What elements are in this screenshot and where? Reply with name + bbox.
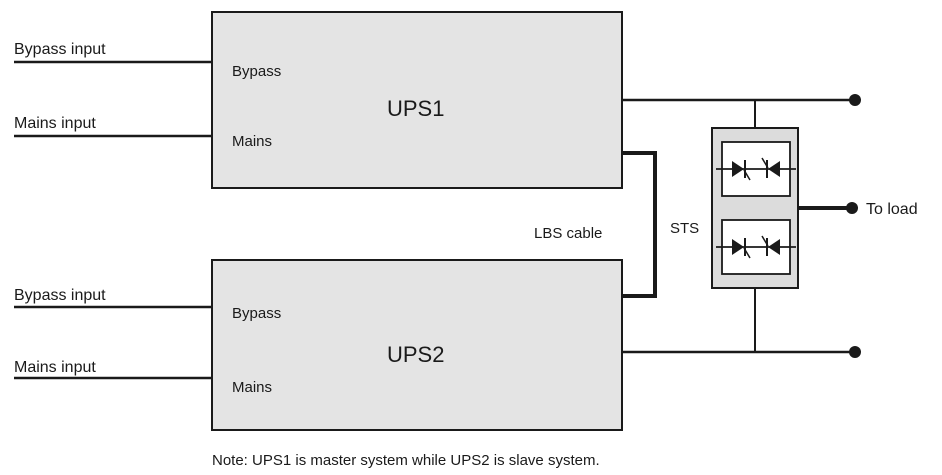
ups2-output-terminal [849, 346, 861, 358]
ups1-bypass-input-label: Bypass input [14, 41, 106, 58]
sts-label: STS [670, 220, 699, 237]
sts-upper-switch [716, 141, 796, 197]
ups2-box [211, 259, 623, 431]
ups1-bypass-port-label: Bypass [232, 63, 281, 80]
ups2-mains-port-label: Mains [232, 379, 272, 396]
ups1-mains-input-label: Mains input [14, 115, 96, 132]
note-text: Note: UPS1 is master system while UPS2 i… [212, 452, 600, 469]
lbs-cable-line [622, 151, 657, 298]
ups1-box [211, 11, 623, 189]
ups2-bypass-port-label: Bypass [232, 305, 281, 322]
ups1-title: UPS1 [387, 96, 444, 121]
to-load-terminal [846, 202, 858, 214]
to-load-label: To load [866, 201, 918, 218]
ups1-mains-port-label: Mains [232, 133, 272, 150]
ups2-bypass-input-label: Bypass input [14, 287, 106, 304]
ups2-title: UPS2 [387, 342, 444, 367]
ups1-output-terminal [849, 94, 861, 106]
ups2-mains-input-label: Mains input [14, 359, 96, 376]
sts-lower-switch [716, 219, 796, 275]
lbs-cable-label: LBS cable [534, 225, 602, 242]
